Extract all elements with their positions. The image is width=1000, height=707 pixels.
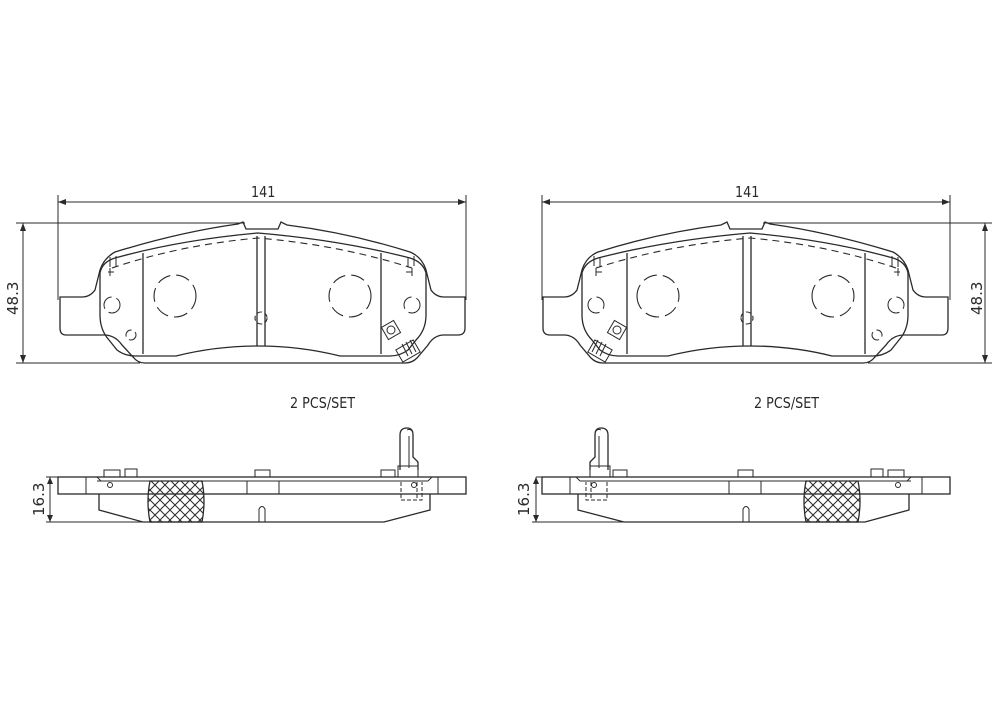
left-pad-front-view — [16, 195, 467, 364]
left-quantity-label: 2 PCS/SET — [290, 394, 356, 412]
right-thickness-label: 16.3 — [515, 482, 533, 516]
left-pad-side-view — [46, 427, 467, 523]
right-quantity-label: 2 PCS/SET — [754, 394, 820, 412]
right-pad-side-view — [532, 427, 951, 523]
left-width-label: 141 — [251, 183, 276, 201]
right-width-label: 141 — [735, 183, 760, 201]
left-height-label: 48.3 — [4, 281, 22, 315]
right-pad-front-view — [541, 195, 992, 364]
right-height-label: 48.3 — [968, 281, 986, 315]
left-thickness-label: 16.3 — [30, 482, 48, 516]
